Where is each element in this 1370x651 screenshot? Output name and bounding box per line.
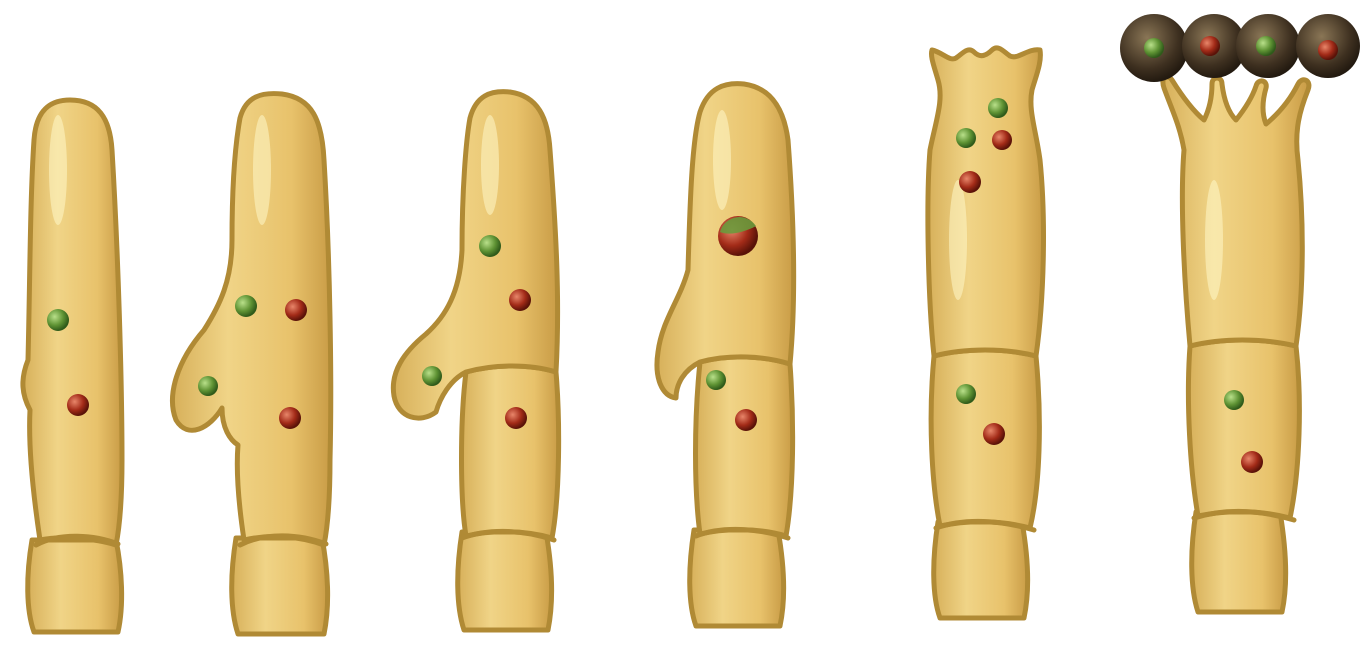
stage-6 xyxy=(1120,14,1360,612)
spore xyxy=(1120,14,1188,82)
nucleus-red xyxy=(735,409,757,431)
basidium-cell xyxy=(172,94,330,545)
stage-2 xyxy=(172,94,330,634)
stalk-cell xyxy=(232,538,328,634)
nucleus-green xyxy=(47,309,69,331)
nucleus-green xyxy=(1224,390,1244,410)
nucleus-red xyxy=(509,289,531,311)
stage-4 xyxy=(657,84,794,626)
nucleus-red xyxy=(505,407,527,429)
basidium-cell xyxy=(1163,77,1309,346)
nucleus-green xyxy=(988,98,1008,118)
nucleus-green xyxy=(706,370,726,390)
highlight xyxy=(481,115,499,215)
nucleus-red xyxy=(983,423,1005,445)
highlight xyxy=(949,180,967,300)
basidium-cell xyxy=(393,92,557,418)
stalk-cell xyxy=(1192,512,1286,612)
nucleus-green xyxy=(1256,36,1276,56)
nucleus-red xyxy=(67,394,89,416)
nucleus-red xyxy=(992,130,1012,150)
basidium-cell xyxy=(928,48,1044,356)
highlight xyxy=(49,115,67,225)
nucleus-red xyxy=(1200,36,1220,56)
stage-1 xyxy=(23,100,122,632)
highlight xyxy=(1205,180,1223,300)
spore xyxy=(1296,14,1360,78)
basidium-cell xyxy=(23,100,122,545)
nucleus-red xyxy=(285,299,307,321)
nucleus-red xyxy=(959,171,981,193)
nucleus-green xyxy=(956,384,976,404)
nucleus-green xyxy=(422,366,442,386)
nucleus-green xyxy=(479,235,501,257)
highlight xyxy=(713,110,731,210)
stalk-cell xyxy=(458,532,552,630)
nucleus-green xyxy=(235,295,257,317)
lower-cell xyxy=(462,366,559,538)
stalk-cell xyxy=(934,522,1028,618)
nucleus-red xyxy=(1318,40,1338,60)
stage-5 xyxy=(928,48,1044,618)
nucleus-green xyxy=(1144,38,1164,58)
nucleus-green xyxy=(956,128,976,148)
spore xyxy=(1236,14,1300,78)
stalk-cell xyxy=(690,530,784,626)
nucleus-red xyxy=(279,407,301,429)
stalk-cell xyxy=(28,540,122,632)
nucleus-red xyxy=(1241,451,1263,473)
stage-3 xyxy=(393,92,558,630)
nucleus-green xyxy=(198,376,218,396)
highlight xyxy=(253,115,271,225)
lower-cell xyxy=(1188,340,1299,518)
